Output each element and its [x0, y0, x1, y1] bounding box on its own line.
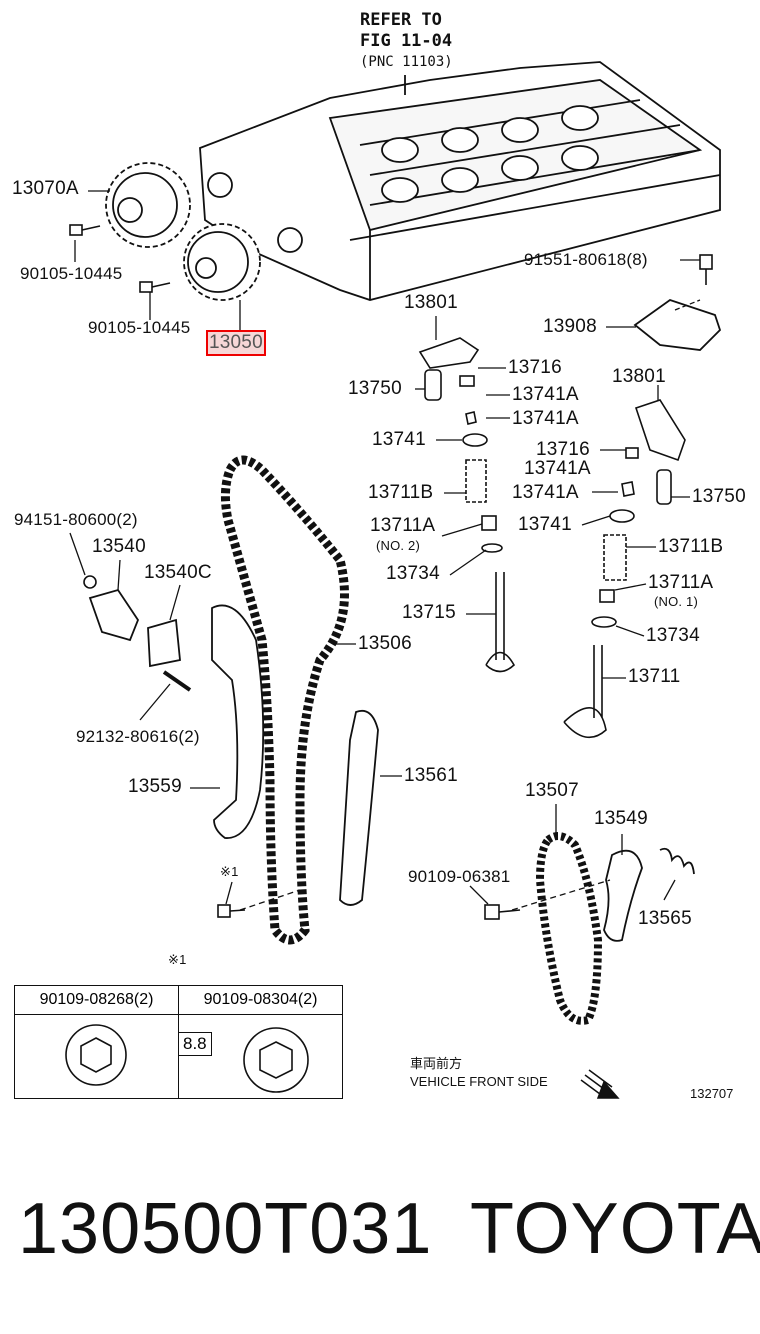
refer-line-1: REFER TO: [360, 10, 442, 30]
label-13801-b[interactable]: 13801: [612, 366, 666, 387]
label-13741A-d[interactable]: 13741A: [512, 482, 579, 503]
label-13741-a[interactable]: 13741: [372, 429, 426, 450]
refer-line-2: FIG 11-04: [360, 31, 453, 51]
chain-damper-13561: [339, 709, 379, 906]
bolt-grade-badge: 8.8: [178, 1032, 212, 1056]
label-13711[interactable]: 13711: [628, 666, 681, 687]
label-13711B-b[interactable]: 13711B: [658, 536, 724, 557]
label-13711A-a[interactable]: 13711A: [370, 515, 436, 536]
label-13507[interactable]: 13507: [525, 780, 579, 801]
label-13549[interactable]: 13549: [594, 808, 648, 829]
label-13741A-c[interactable]: 13741A: [524, 458, 591, 479]
stud-92132: [162, 670, 192, 692]
label-13050-highlighted[interactable]: 13050: [206, 330, 266, 356]
label-92132-80616[interactable]: 92132-80616(2): [76, 727, 200, 746]
chain-slipper-13559: [211, 604, 265, 839]
label-13561[interactable]: 13561: [404, 765, 458, 786]
label-13540C[interactable]: 13540C: [144, 562, 212, 583]
footer-part-number: 130500T031: [18, 1189, 433, 1269]
label-13734-b[interactable]: 13734: [646, 625, 700, 646]
label-13734-a[interactable]: 13734: [386, 563, 440, 584]
vehicle-front-arrow-icon: [580, 1069, 620, 1099]
vehicle-front-jp: 車両前方: [410, 1056, 463, 1071]
bolt-table-header-2[interactable]: 90109-08304(2): [179, 986, 342, 1015]
illustration-code: 132707: [690, 1086, 734, 1101]
label-13506[interactable]: 13506: [358, 633, 412, 654]
bolt-head-icons: [65, 1024, 309, 1093]
label-13716-a[interactable]: 13716: [508, 357, 562, 378]
label-90105-10445-a[interactable]: 90105-10445: [20, 264, 123, 283]
label-13711B-a[interactable]: 13711B: [368, 482, 434, 503]
label-13741A-b[interactable]: 13741A: [512, 408, 579, 429]
label-13741-b[interactable]: 13741: [518, 514, 572, 535]
timing-chain-13506: [220, 455, 349, 945]
label-13716-b[interactable]: 13716: [536, 439, 590, 460]
note-no1: (NO. 1): [654, 594, 699, 609]
label-90109-06381[interactable]: 90109-06381: [408, 867, 511, 886]
label-13540[interactable]: 13540: [92, 536, 146, 557]
valve-train-left: [418, 337, 516, 673]
vehicle-front-note: 車両前方 VEHICLE FRONT SIDE: [410, 1055, 548, 1091]
note-no2: (NO. 2): [376, 538, 421, 553]
label-13565[interactable]: 13565: [638, 908, 692, 929]
label-13559[interactable]: 13559: [128, 776, 182, 797]
timing-chain-13507: [535, 832, 603, 1025]
spring-13565: [659, 847, 695, 875]
label-13070A[interactable]: 13070A: [12, 178, 79, 199]
footer-brand: TOYOTA: [470, 1189, 760, 1269]
label-13711A-b[interactable]: 13711A: [648, 572, 714, 593]
label-91551-80618[interactable]: 91551-80618(8): [524, 250, 648, 269]
bolt-table-col-2: 90109-08304(2): [179, 986, 342, 1098]
refer-note: REFER TO FIG 11-04 (PNC 11103): [360, 10, 453, 73]
label-90105-10445-b[interactable]: 90105-10445: [88, 318, 191, 337]
note-mark-1-b: ※1: [168, 952, 187, 967]
label-13801-a[interactable]: 13801: [404, 292, 458, 313]
tensioner-arm-13549: [603, 849, 643, 942]
label-13750-a[interactable]: 13750: [348, 378, 402, 399]
gasket-13540C: [147, 618, 181, 668]
valve-train-right: [563, 399, 686, 739]
cylinder-head: [199, 61, 721, 301]
refer-line-3: (PNC 11103): [360, 54, 453, 70]
bolt-table-col-1: 90109-08268(2): [15, 986, 179, 1098]
leader-lines: [69, 190, 701, 911]
label-13741A-a[interactable]: 13741A: [512, 384, 579, 405]
tensioner-13540: [88, 588, 140, 642]
label-94151-80600[interactable]: 94151-80600(2): [14, 510, 138, 529]
label-13908[interactable]: 13908: [543, 316, 597, 337]
vehicle-front-en: VEHICLE FRONT SIDE: [410, 1074, 548, 1089]
label-13750-b[interactable]: 13750: [692, 486, 746, 507]
bolts: [69, 224, 713, 920]
bolt-table-header-1[interactable]: 90109-08268(2): [15, 986, 178, 1015]
camshaft-timing-gear-13050: [183, 223, 261, 301]
label-13715[interactable]: 13715: [402, 602, 456, 623]
note-mark-1-a: ※1: [220, 864, 239, 879]
parts-diagram: [65, 61, 722, 1099]
camshaft-timing-gear-13070A: [105, 162, 191, 248]
bracket-13908: [633, 299, 722, 351]
